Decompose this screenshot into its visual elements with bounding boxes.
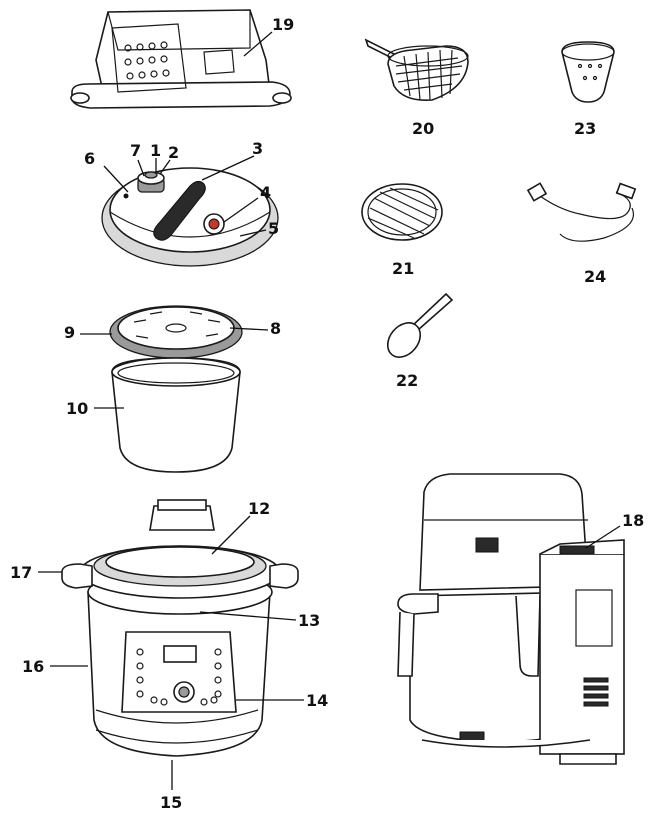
label-3: 3 bbox=[252, 139, 263, 158]
label-23: 23 bbox=[574, 119, 596, 138]
label-19: 19 bbox=[272, 15, 294, 34]
power-cord-illustration bbox=[526, 182, 637, 242]
label-6: 6 bbox=[84, 149, 95, 168]
label-10: 10 bbox=[66, 399, 88, 418]
label-12: 12 bbox=[248, 499, 270, 518]
cooker-body-illustration bbox=[61, 499, 299, 757]
air-fryer-unit-illustration bbox=[397, 473, 625, 765]
label-15: 15 bbox=[160, 793, 182, 812]
air-fryer-lid-illustration bbox=[70, 9, 292, 109]
fry-basket-illustration bbox=[364, 38, 469, 102]
label-7: 7 bbox=[130, 141, 141, 160]
label-2: 2 bbox=[168, 143, 179, 162]
label-16: 16 bbox=[22, 657, 44, 676]
sealing-plate-illustration bbox=[109, 305, 243, 359]
label-8: 8 bbox=[270, 319, 281, 338]
label-18: 18 bbox=[622, 511, 644, 530]
rice-spoon-illustration bbox=[386, 292, 454, 358]
label-22: 22 bbox=[396, 371, 418, 390]
label-21: 21 bbox=[392, 259, 414, 278]
leader-lines bbox=[38, 31, 621, 790]
label-24: 24 bbox=[584, 267, 606, 286]
label-5: 5 bbox=[268, 219, 279, 238]
label-14: 14 bbox=[306, 691, 328, 710]
label-13: 13 bbox=[298, 611, 320, 630]
inner-pot-illustration bbox=[111, 357, 241, 473]
label-4: 4 bbox=[260, 183, 271, 202]
label-9: 9 bbox=[64, 323, 75, 342]
measuring-cup-illustration bbox=[561, 41, 615, 103]
part-number-labels: 1 2 3 4 5 6 7 8 9 10 12 13 14 15 16 17 1… bbox=[10, 15, 644, 812]
pressure-lid-illustration bbox=[101, 167, 279, 267]
label-20: 20 bbox=[412, 119, 434, 138]
label-1: 1 bbox=[150, 141, 161, 160]
grill-rack-illustration bbox=[361, 183, 443, 241]
label-17: 17 bbox=[10, 563, 32, 582]
